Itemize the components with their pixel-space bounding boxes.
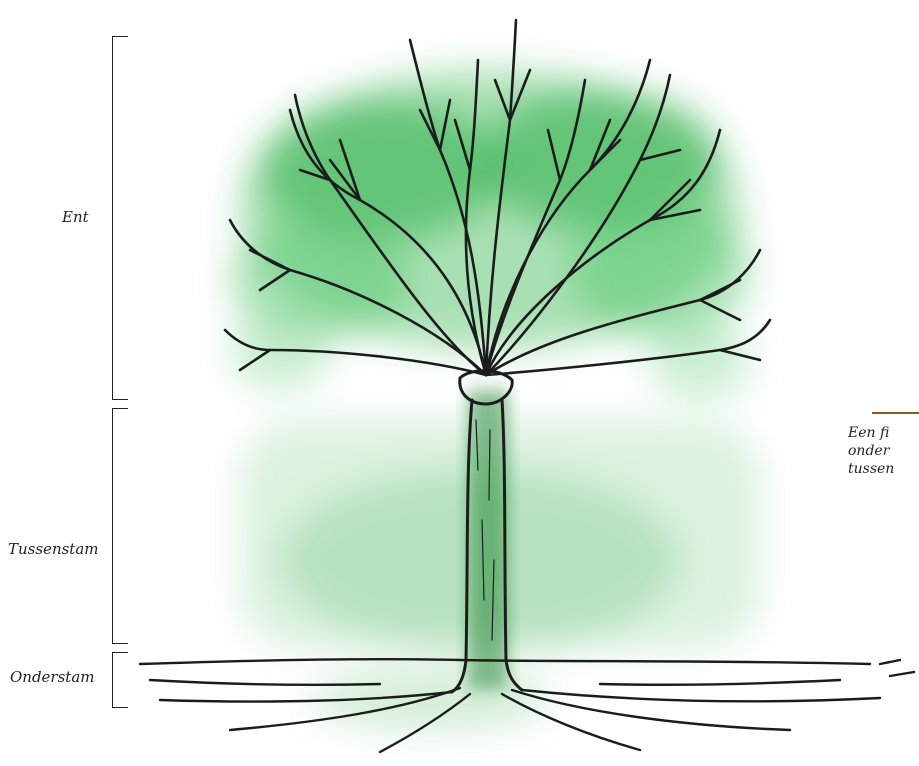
bracket-onderstam bbox=[112, 652, 113, 708]
caption-line-3: tussen bbox=[848, 460, 919, 478]
caption-line-1: Een fi bbox=[848, 424, 919, 442]
caption: Een fi onder tussen bbox=[848, 424, 919, 478]
label-onderstam: Onderstam bbox=[10, 668, 95, 686]
bracket-tussenstam bbox=[112, 408, 113, 644]
label-ent: Ent bbox=[62, 208, 89, 226]
label-tussenstam: Tussenstam bbox=[8, 540, 99, 558]
bracket-ent bbox=[112, 36, 113, 400]
caption-line-2: onder bbox=[848, 442, 919, 460]
caption-rule bbox=[872, 412, 919, 414]
